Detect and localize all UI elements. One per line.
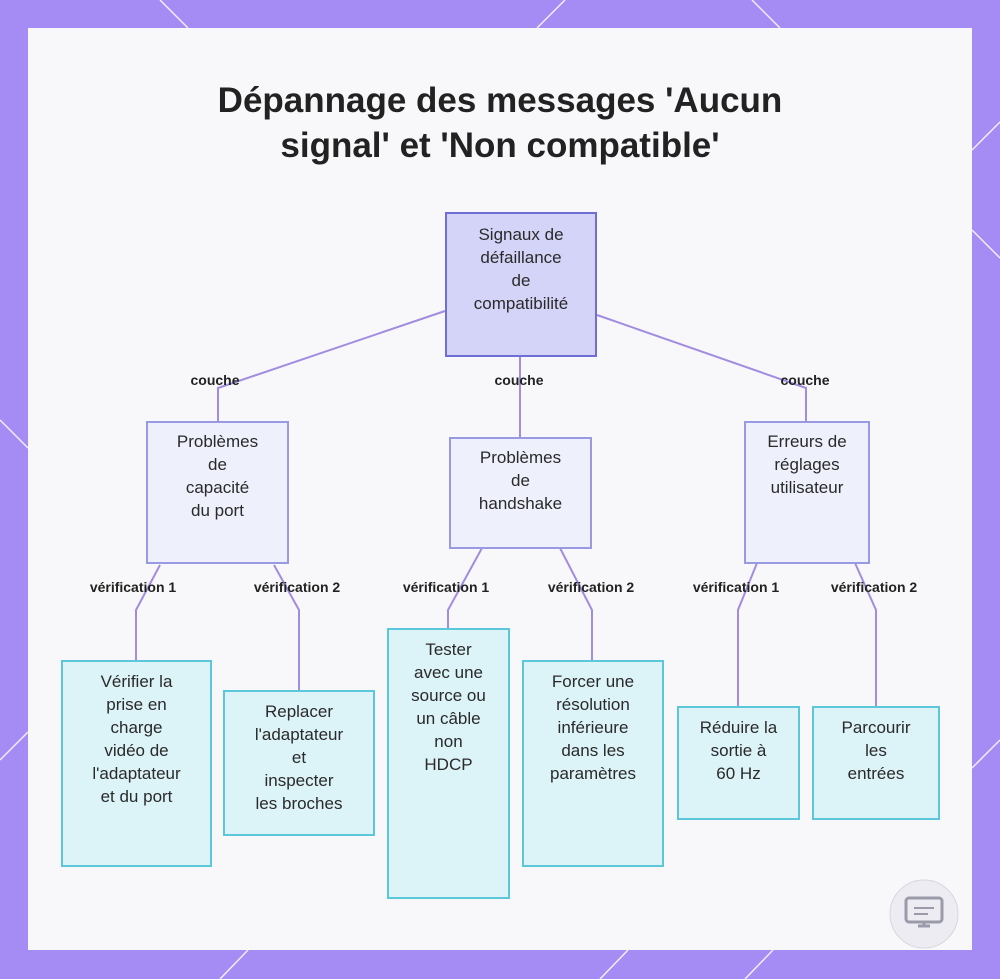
node-user-settings: Erreurs de réglages utilisateur <box>744 421 870 564</box>
node-leaf-60hz: Réduire la sortie à 60 Hz <box>677 706 800 820</box>
node-port-capacity: Problèmes de capacité du port <box>146 421 289 564</box>
node-leaf-reseat-adapter-label: Replacer l'adaptateur et inspecter les b… <box>255 700 343 815</box>
edge-root-port <box>218 311 445 421</box>
edge-label-couche-left: couche <box>190 372 239 388</box>
monitor-adapter-icon <box>888 878 960 950</box>
edge-root-user <box>597 315 806 421</box>
node-root-label: Signaux de défaillance de compatibilité <box>474 223 569 315</box>
node-leaf-60hz-label: Réduire la sortie à 60 Hz <box>700 716 778 785</box>
node-leaf-reseat-adapter: Replacer l'adaptateur et inspecter les b… <box>223 690 375 836</box>
edge-label-user-v1: vérification 1 <box>693 579 779 595</box>
node-handshake-label: Problèmes de handshake <box>479 446 562 515</box>
edge-label-couche-right: couche <box>780 372 829 388</box>
edge-label-hs-v1: vérification 1 <box>403 579 489 595</box>
node-leaf-cycle-inputs: Parcourir les entrées <box>812 706 940 820</box>
edge-label-user-v2: vérification 2 <box>831 579 917 595</box>
edge-hs-leaf4 <box>560 548 592 660</box>
node-leaf-verify-support-label: Vérifier la prise en charge vidéo de l'a… <box>92 670 180 808</box>
node-handshake: Problèmes de handshake <box>449 437 592 549</box>
node-leaf-lower-resolution-label: Forcer une résolution inférieure dans le… <box>550 670 636 785</box>
edge-label-hs-v2: vérification 2 <box>548 579 634 595</box>
edge-label-port-v1: vérification 1 <box>90 579 176 595</box>
node-leaf-non-hdcp: Tester avec une source ou un câble non H… <box>387 628 510 899</box>
node-leaf-cycle-inputs-label: Parcourir les entrées <box>842 716 911 785</box>
node-leaf-non-hdcp-label: Tester avec une source ou un câble non H… <box>411 638 486 776</box>
node-port-capacity-label: Problèmes de capacité du port <box>177 430 258 522</box>
node-leaf-verify-support: Vérifier la prise en charge vidéo de l'a… <box>61 660 212 867</box>
edge-label-couche-center: couche <box>494 372 543 388</box>
edge-label-port-v2: vérification 2 <box>254 579 340 595</box>
node-leaf-lower-resolution: Forcer une résolution inférieure dans le… <box>522 660 664 867</box>
node-user-settings-label: Erreurs de réglages utilisateur <box>767 430 846 499</box>
node-root: Signaux de défaillance de compatibilité <box>445 212 597 357</box>
